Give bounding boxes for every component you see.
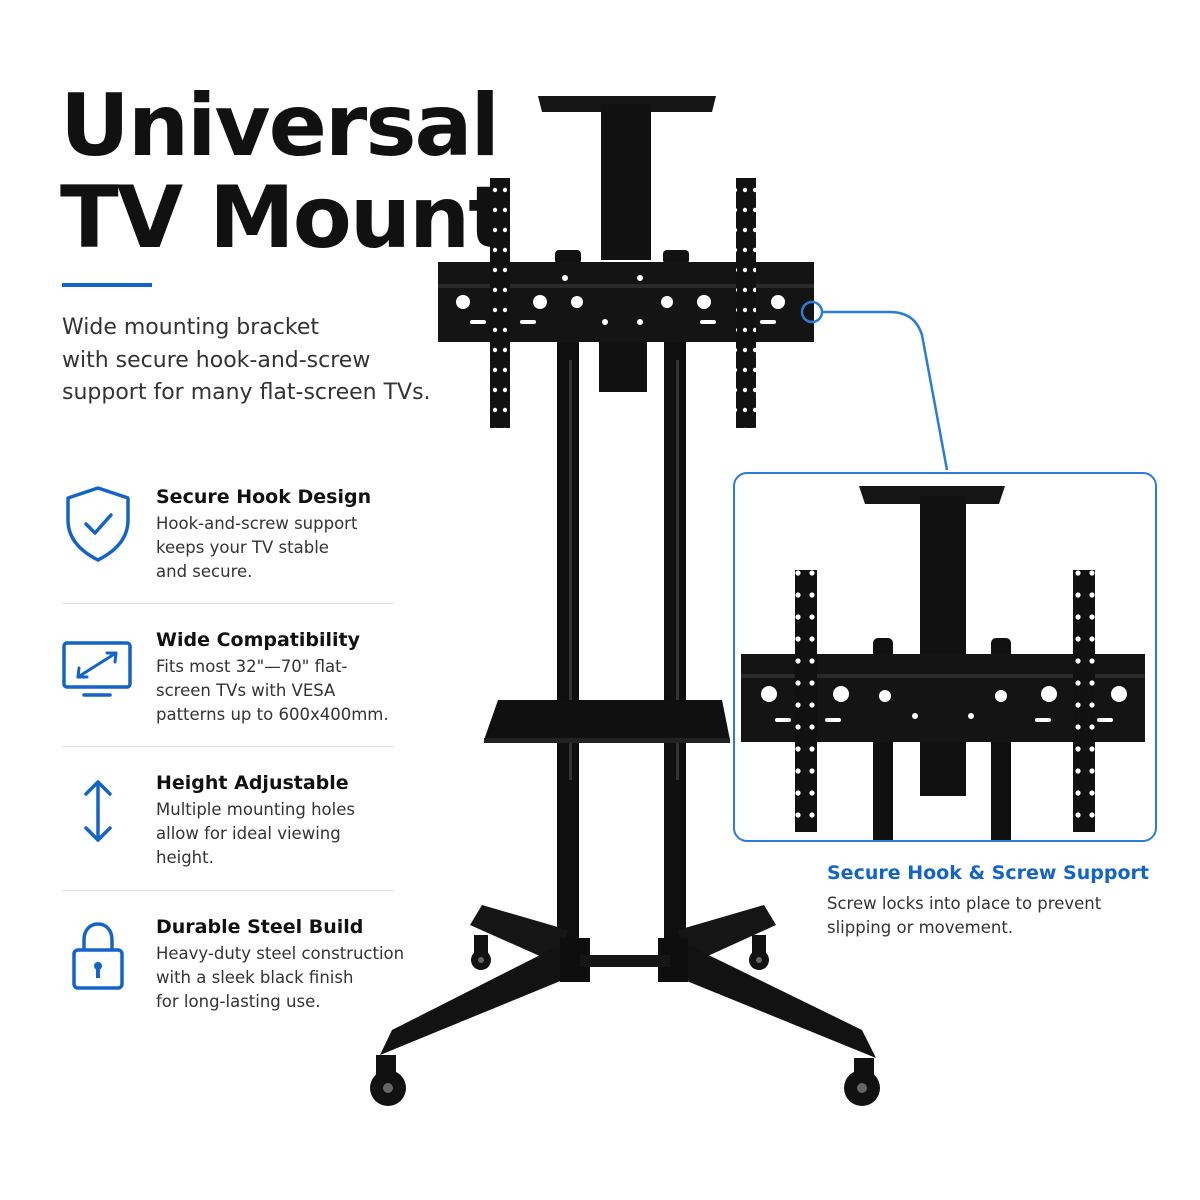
feature-divider [62,603,394,604]
feature-title: Durable Steel Build [156,916,364,938]
title-line-1: Universal [60,76,500,176]
feature-title: Secure Hook Design [156,486,372,508]
padlock-icon [72,922,124,990]
feature-divider [62,890,394,891]
monitor-expand-icon [62,641,132,697]
feature-description: Heavy-duty steel construction with a sle… [156,944,405,1011]
feature-description: Fits most 32"—70" flat- screen TVs with … [156,657,389,724]
feature-title: Height Adjustable [156,772,349,794]
callout-title: Secure Hook & Screw Support [827,862,1149,884]
page-title: Universal TV Mount [60,80,509,264]
feature-description: Multiple mounting holes allow for ideal … [156,800,355,867]
feature-title: Wide Compatibility [156,629,360,651]
callout-description: Screw locks into place to prevent slippi… [827,894,1102,937]
title-accent-bar [62,283,152,287]
intro-text: Wide mounting bracket with secure hook-a… [62,315,431,405]
feature-divider [62,746,394,747]
shield-check-icon [66,486,130,562]
vertical-arrows-icon [84,780,112,842]
title-line-2: TV Mount [60,168,509,268]
feature-description: Hook-and-screw support keeps your TV sta… [156,514,358,581]
bracket-detail-image [741,486,1145,840]
callout-zoom-box [733,472,1157,842]
